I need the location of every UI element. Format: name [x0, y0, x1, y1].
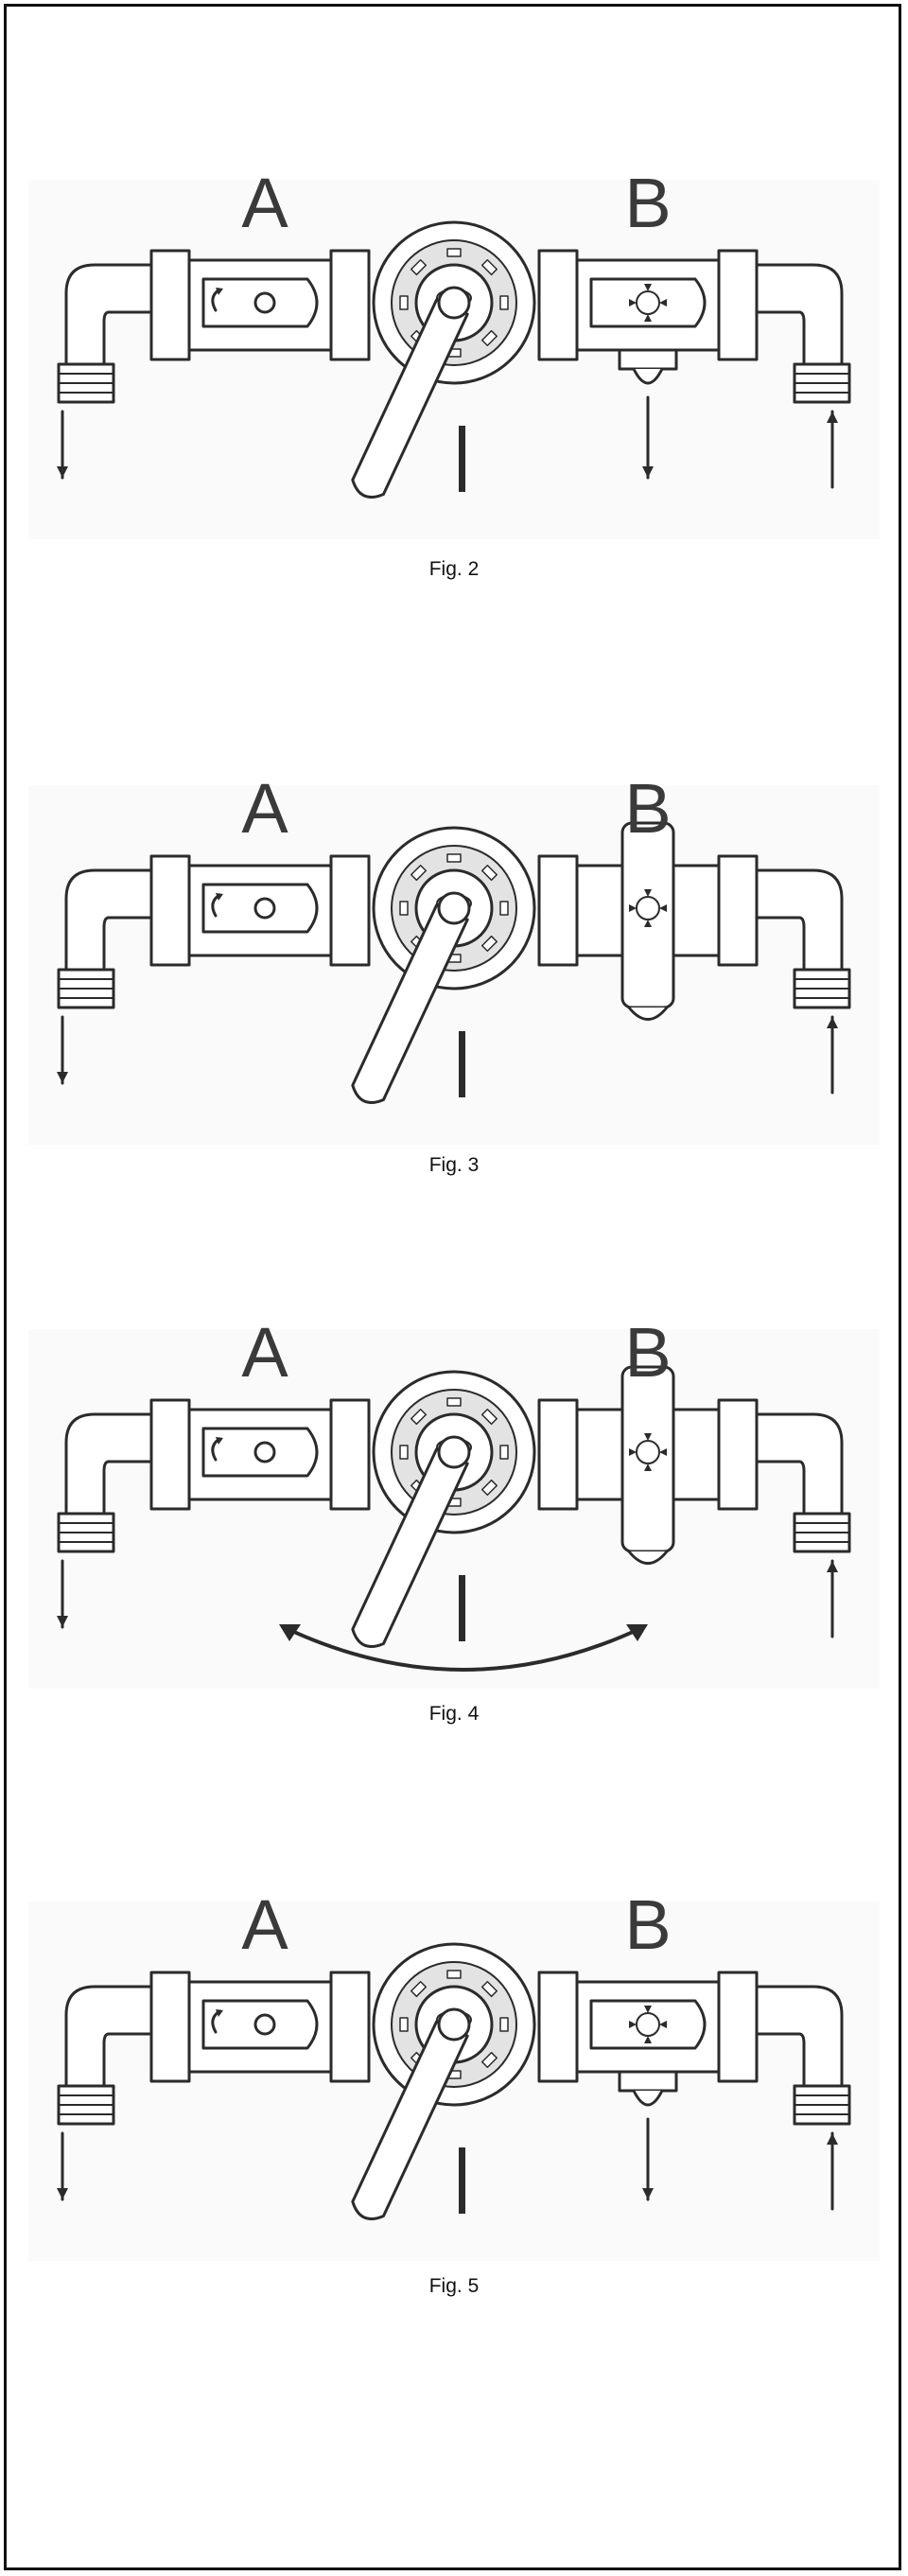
valve-a-screw: [253, 897, 276, 920]
position-mark-i: [459, 1575, 465, 1641]
left-outflow-arrow: [57, 410, 68, 480]
valve-a-left-nut: [149, 854, 191, 967]
left-outflow-arrow: [57, 1559, 68, 1629]
label-b: B: [624, 1313, 671, 1392]
valve-a-right-nut: [329, 249, 371, 361]
figure-caption: Fig. 3: [428, 1154, 480, 1176]
left-outflow-arrow: [57, 2131, 68, 2201]
page-frame: [4, 4, 901, 2570]
right-inflow-arrow: [827, 2131, 838, 2211]
valve-a-screw: [253, 1441, 276, 1463]
valve-b-drain-cap: [627, 1006, 669, 1021]
valve-b-drain-cap: [627, 1550, 669, 1565]
valve-b-cross-icon: [636, 896, 660, 920]
label-a: A: [241, 164, 288, 242]
position-mark-i: [459, 426, 465, 492]
swing-arrow-left-head: [279, 1624, 301, 1641]
dial-handle: [351, 1447, 469, 1648]
valve-b-right-nut: [717, 249, 759, 361]
figure-caption: Fig. 2: [428, 558, 480, 580]
valve-b-right-nut: [717, 854, 759, 967]
label-a: A: [241, 1885, 288, 1964]
label-b: B: [624, 164, 671, 242]
valve-b-cross-icon: [636, 2012, 660, 2037]
handle-pivot: [437, 286, 471, 320]
swing-arrow: [282, 1625, 645, 1672]
valve-b-right-nut: [717, 1398, 759, 1511]
dial-handle: [351, 2020, 469, 2220]
valve-b-left-nut: [537, 1971, 579, 2083]
valve-b-drain-cap: [632, 2089, 664, 2107]
left-outflow-arrow: [57, 1015, 68, 1085]
valve-b-left-nut: [537, 249, 579, 361]
position-mark-i: [459, 2147, 465, 2214]
valve-a-left-nut: [149, 1971, 191, 2083]
label-a: A: [241, 769, 288, 848]
valve-a-right-nut: [329, 1398, 371, 1511]
figure-caption: Fig. 5: [428, 2275, 480, 2297]
figure-caption: Fig. 4: [428, 1703, 480, 1725]
valve-b-right-nut: [717, 1971, 759, 2083]
valve-b-cross-icon: [636, 1440, 660, 1464]
middle-outflow-arrow: [642, 395, 654, 480]
valve-a-left-nut: [149, 249, 191, 361]
valve-b-cross-icon: [636, 290, 660, 315]
valve-a-right-nut: [329, 1971, 371, 2083]
right-inflow-arrow: [827, 1015, 838, 1095]
position-mark-i: [459, 1031, 465, 1097]
middle-outflow-arrow: [642, 2117, 654, 2201]
handle-pivot: [437, 2007, 471, 2042]
label-a: A: [241, 1313, 288, 1392]
valve-b-drain-stem: [618, 2070, 678, 2093]
valve-b-drain-stem: [618, 348, 678, 371]
valve-b-left-nut: [537, 1398, 579, 1511]
swing-arrow-right-head: [626, 1624, 648, 1641]
label-b: B: [624, 769, 671, 848]
valve-b-left-nut: [537, 854, 579, 967]
label-b: B: [624, 1885, 671, 1964]
valve-a-screw: [253, 2013, 276, 2036]
valve-b-drain-cap: [632, 367, 664, 385]
right-inflow-arrow: [827, 1559, 838, 1638]
dial-handle: [351, 903, 469, 1104]
right-inflow-arrow: [827, 410, 838, 489]
valve-a-left-nut: [149, 1398, 191, 1511]
valve-a-screw: [253, 291, 276, 314]
valve-a-right-nut: [329, 854, 371, 967]
handle-pivot: [437, 891, 471, 925]
dial-handle: [351, 298, 469, 499]
handle-pivot: [437, 1435, 471, 1469]
